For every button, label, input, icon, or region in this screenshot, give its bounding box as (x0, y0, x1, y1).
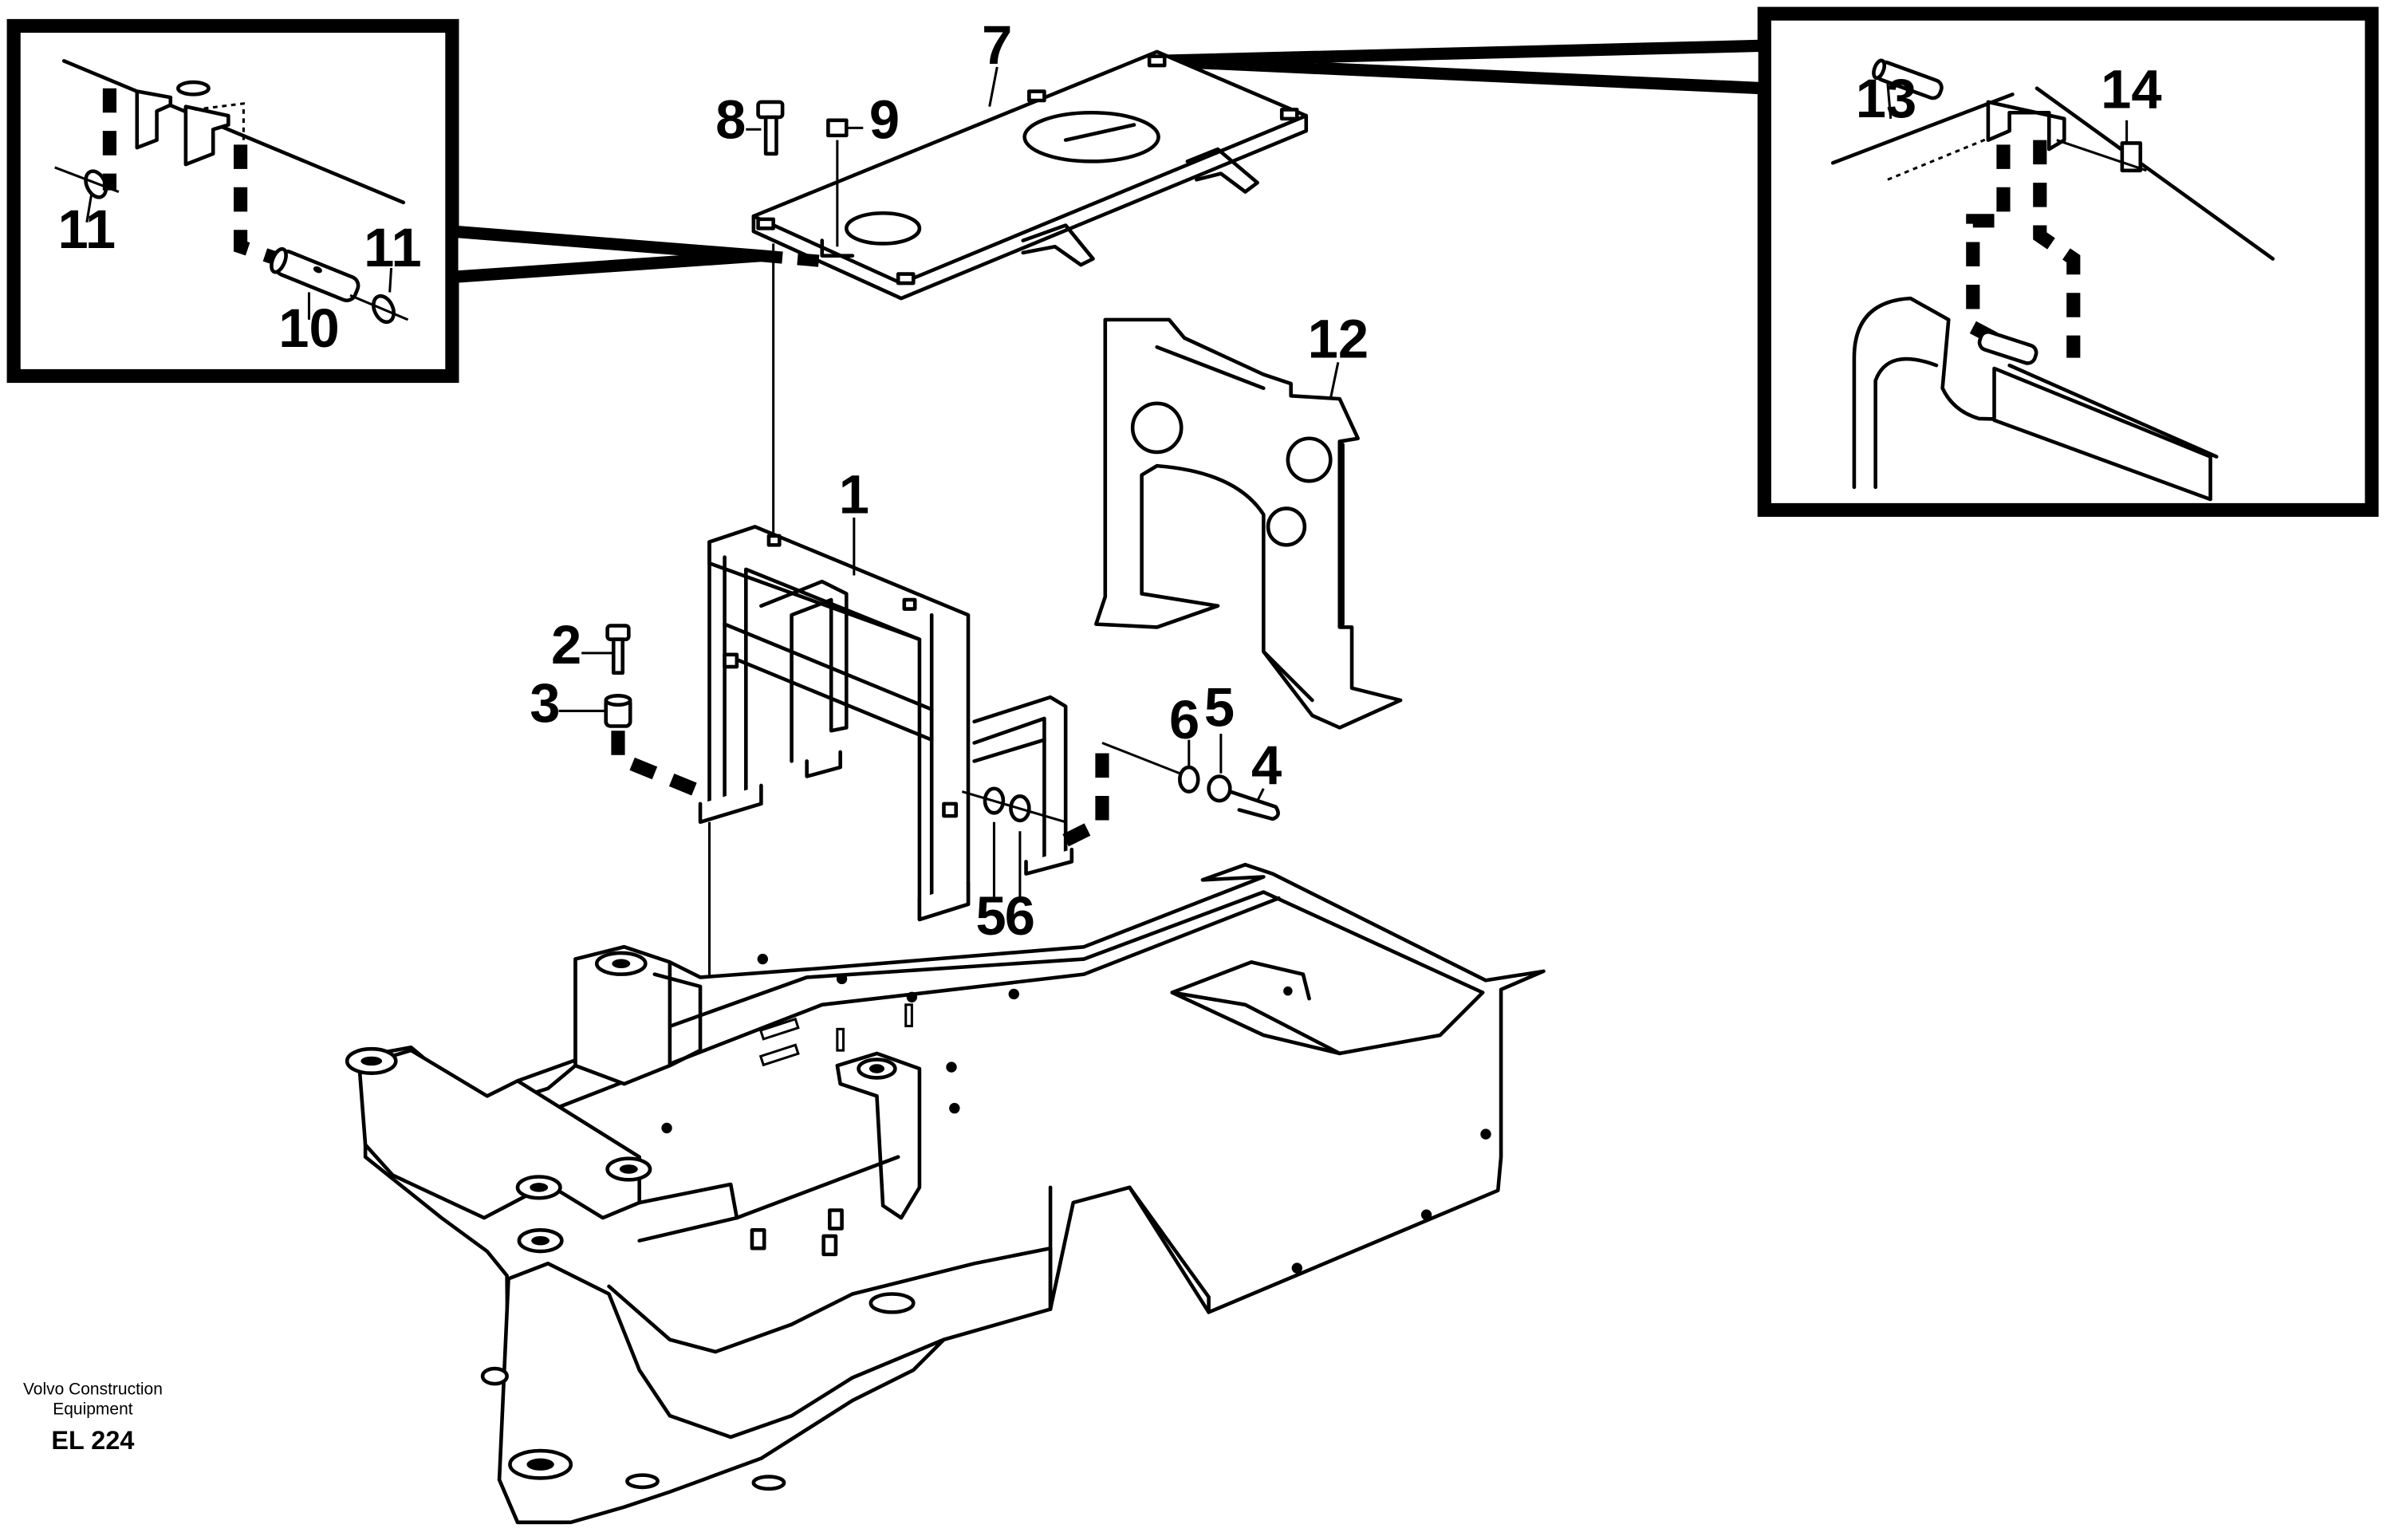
callout-14: 14 (2101, 59, 2161, 120)
callout-1: 1 (839, 463, 869, 525)
callout-13: 13 (1856, 68, 1916, 129)
detail-box-right (1156, 6, 2379, 518)
footer: Volvo Construction Equipment EL 224 (23, 1380, 163, 1455)
callout-11-right: 11 (364, 217, 422, 278)
callout-9: 9 (869, 89, 900, 151)
cab-floor-plate (751, 49, 1309, 536)
footer-company-line2: Equipment (53, 1400, 132, 1418)
callout-5-lower: 5 (976, 885, 1006, 947)
side-guard-panel (1094, 317, 1403, 730)
callout-2: 2 (551, 614, 581, 675)
footer-company-line1: Volvo Construction (23, 1380, 163, 1398)
callout-labels: 1 2 3 4 5 5 6 6 7 8 9 10 11 11 12 13 14 (57, 14, 2161, 947)
callout-7: 7 (982, 14, 1012, 76)
callout-11-left: 11 (57, 199, 116, 260)
callout-3: 3 (530, 672, 560, 734)
callout-10: 10 (278, 297, 339, 359)
fasteners (558, 66, 1340, 902)
callout-5-upper: 5 (1204, 677, 1235, 738)
callout-4: 4 (1251, 735, 1282, 796)
main-frame (345, 862, 1546, 1525)
detail-box-left (6, 18, 830, 384)
rops-frame (698, 518, 1074, 993)
callout-6-upper: 6 (1169, 689, 1199, 750)
callout-6-lower: 6 (1005, 885, 1035, 947)
callout-12: 12 (1308, 309, 1369, 370)
callout-8: 8 (715, 89, 746, 151)
footer-drawing-code: EL 224 (51, 1426, 134, 1455)
